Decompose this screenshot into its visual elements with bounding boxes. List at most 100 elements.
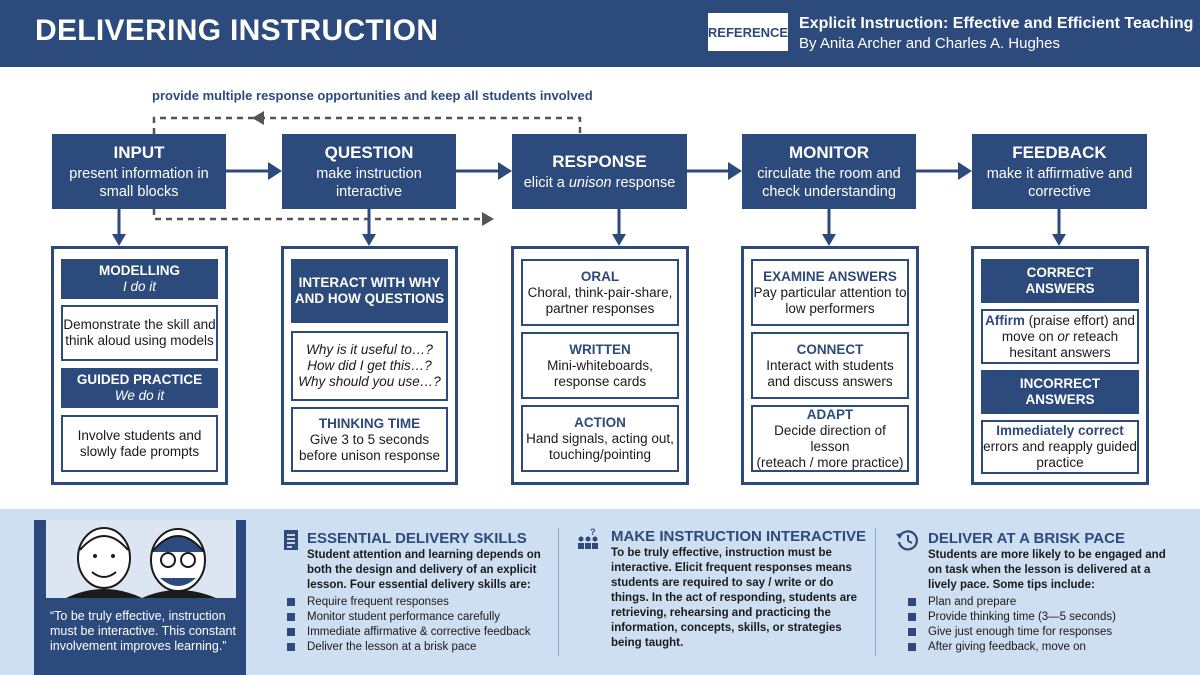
arrowhead-question-response — [498, 162, 512, 180]
bullet-item: Plan and prepare — [907, 596, 1017, 608]
written-text: response cards — [553, 373, 647, 389]
written-title: WRITTEN — [569, 341, 631, 357]
action-text: touching/pointing — [548, 446, 652, 462]
affirm-rest: (praise effort) and — [1024, 312, 1135, 328]
stage-sub: interactive — [335, 183, 403, 200]
modelling-text: think aloud using models — [65, 333, 214, 348]
arrowhead-down-question — [362, 234, 376, 246]
response-column: ORAL Choral, think-pair-share, partner r… — [511, 246, 689, 485]
section-line: Students are more likely to be engaged a… — [928, 549, 1166, 561]
examine-text: Pay particular attention to — [753, 284, 907, 300]
section-line: interactive. Elicit frequent responses m… — [611, 562, 852, 574]
connect-text: Interact with students — [766, 357, 894, 373]
arrowhead-down-monitor — [822, 234, 836, 246]
guided-header: GUIDED PRACTICE We do it — [61, 368, 218, 408]
guided-text-box: Involve students and slowly fade prompts — [61, 415, 218, 472]
affirm-box: Affirm (praise effort) and move on or re… — [981, 309, 1139, 364]
section-line: information, concepts, skills, or strate… — [611, 622, 842, 634]
stage-sub: check understanding — [762, 183, 896, 200]
stage-sub: make it affirmative and — [986, 165, 1133, 182]
thinking-time-box: THINKING TIME Give 3 to 5 seconds before… — [291, 407, 448, 472]
stage-sub: make instruction — [316, 165, 422, 182]
svg-text:?: ? — [590, 527, 596, 537]
section-body: Student attention and learning depends o… — [307, 548, 547, 593]
feedback-column: CORRECT ANSWERS Affirm (praise effort) a… — [971, 246, 1149, 485]
guided-sub: We do it — [114, 388, 165, 403]
examine-title: EXAMINE ANSWERS — [763, 268, 897, 284]
adapt-text: (reteach / more practice) — [756, 454, 904, 470]
arrowhead-response-monitor — [728, 162, 742, 180]
questions-box: Why is it useful to…? How did I get this… — [291, 331, 448, 401]
affirm-line2-pre: move on — [1001, 328, 1058, 344]
connect-text: and discuss answers — [767, 373, 893, 389]
loop-arrowhead-bottom — [482, 212, 494, 226]
affirm-word: Affirm — [985, 312, 1025, 328]
guided-text: slowly fade prompts — [79, 443, 200, 459]
stage-title: QUESTION — [324, 142, 414, 162]
section-line: both the design and delivery of an expli… — [307, 564, 537, 576]
section-body: Students are more likely to be engaged a… — [928, 548, 1178, 593]
stage-question: QUESTION make instruction interactive — [282, 134, 456, 209]
adapt-title: ADAPT — [806, 406, 854, 422]
bullet-item: Provide thinking time (3—5 seconds) — [908, 611, 1116, 623]
examine-text: low performers — [785, 300, 875, 316]
example-question: How did I get this…? — [307, 358, 432, 373]
quote-text: “To be truly effective, instruction must… — [50, 609, 236, 653]
authors-illustration — [66, 527, 216, 598]
section-line: lively pace. Some tips include: — [928, 579, 1095, 591]
stage-title: RESPONSE — [552, 151, 647, 171]
stage-title: MONITOR — [789, 142, 869, 162]
section-line: lesson. Four essential delivery skills a… — [307, 579, 531, 591]
oral-box: ORAL Choral, think-pair-share, partner r… — [521, 259, 679, 326]
flow-connectors — [112, 111, 1066, 246]
examine-box: EXAMINE ANSWERS Pay particular attention… — [751, 259, 909, 326]
bullet-item: Immediate affirmative & corrective feedb… — [287, 626, 531, 638]
adapt-box: ADAPT Decide direction of lesson (reteac… — [751, 405, 909, 472]
stage-sub-post: response — [611, 174, 676, 191]
loop-label: provide multiple response opportunities … — [152, 88, 593, 103]
affirm-line2-em: or — [1057, 328, 1070, 344]
thinking-time-text: Give 3 to 5 seconds — [309, 431, 430, 447]
section-line: students are required to say / write or … — [611, 577, 834, 589]
arrowhead-input-question — [268, 162, 282, 180]
affirm-line: Affirm (praise effort) and — [985, 313, 1135, 329]
adapt-text: Decide direction of lesson — [774, 422, 886, 454]
action-box: ACTION Hand signals, acting out, touchin… — [521, 405, 679, 472]
stage-sub: circulate the room and — [757, 165, 901, 182]
why-how-title: AND HOW QUESTIONS — [294, 291, 445, 306]
modelling-header: MODELLING I do it — [61, 259, 218, 299]
stage-sub: small blocks — [99, 183, 179, 200]
stage-sub-em: unison — [568, 174, 612, 191]
loop-dashed-top — [152, 116, 582, 134]
arrowhead-down-response — [612, 234, 626, 246]
modelling-title: MODELLING — [99, 263, 180, 278]
incorrect-title: ANSWERS — [1025, 392, 1095, 407]
bullet-item: Give just enough time for responses — [907, 626, 1113, 638]
thinking-time-text: before unison response — [298, 447, 441, 463]
loop-arrowhead-top — [252, 111, 264, 125]
stage-sub: corrective — [1028, 183, 1091, 200]
action-title: ACTION — [574, 414, 626, 430]
example-question: Why should you use…? — [298, 374, 441, 389]
page-title: DELIVERING INSTRUCTION — [35, 14, 439, 47]
header-bar — [0, 0, 1200, 67]
bullet-item: After giving feedback, move on — [908, 641, 1086, 653]
loop-dashed-bottom — [152, 209, 480, 221]
immediately-box: Immediately correct errors and reapply g… — [981, 420, 1139, 474]
stage-input: INPUT present information in small block… — [52, 134, 226, 209]
document-icon — [281, 528, 301, 552]
section-title: MAKE INSTRUCTION INTERACTIVE — [611, 528, 866, 545]
immediately-text: practice — [1036, 455, 1084, 470]
stage-title: INPUT — [113, 142, 165, 162]
why-how-title: INTERACT WITH WHY — [298, 275, 441, 290]
modelling-text: Demonstrate the skill and — [63, 317, 216, 332]
stage-title: FEEDBACK — [1012, 142, 1107, 162]
section-line: retrieving, rehearsing and practicing th… — [611, 607, 831, 619]
oral-text: Choral, think-pair-share, — [527, 284, 673, 300]
section-line: Student attention and learning depends o… — [307, 549, 541, 561]
section-divider — [875, 528, 876, 656]
stage-response: RESPONSE elicit a unison response — [512, 134, 687, 209]
affirm-line: move on or reteach — [1002, 329, 1118, 345]
example-question: Why is it useful to…? — [306, 342, 433, 357]
thinking-time-title: THINKING TIME — [318, 415, 421, 431]
